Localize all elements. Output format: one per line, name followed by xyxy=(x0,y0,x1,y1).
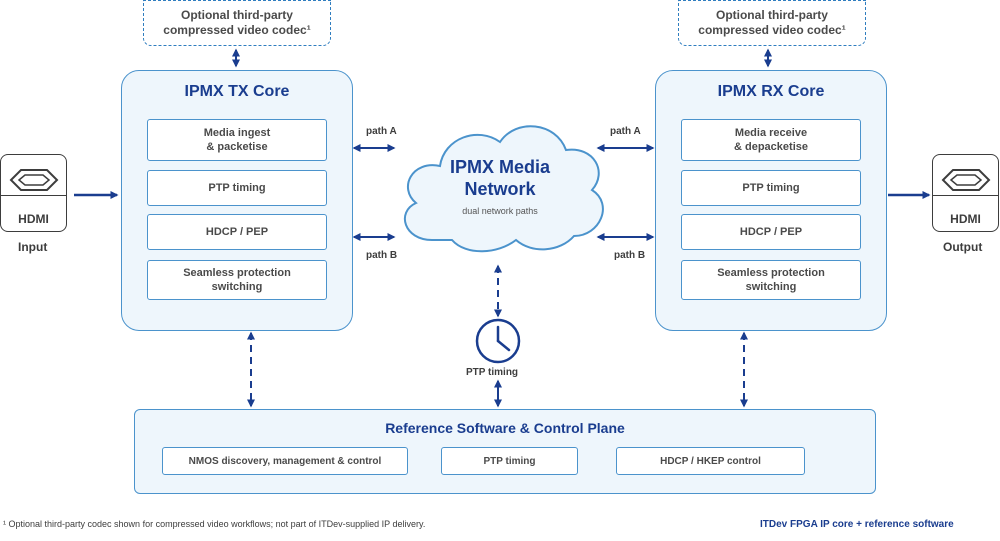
tx-block-hdcp-pep: HDCP / PEP xyxy=(147,214,327,250)
rx-block-hdcp-pep-label: HDCP / PEP xyxy=(739,226,803,238)
tx-path-a-label: path A xyxy=(366,126,397,137)
rx-path-b-label: path B xyxy=(614,250,646,261)
control-plane-title: Reference Software & Control Plane xyxy=(385,420,625,436)
network-subtitle: dual network paths xyxy=(462,206,538,216)
rx-block-ptp-timing: PTP timing xyxy=(681,170,861,206)
hdmi-output-connector: HDMI xyxy=(932,154,999,232)
rx-block-seamless-line2: switching xyxy=(745,281,797,293)
ipmx-rx-core: IPMX RX Core Media receive& depacketise … xyxy=(655,70,887,331)
network-cloud-shape xyxy=(404,125,604,253)
codec-left-line1: Optional third-party xyxy=(180,8,293,22)
rx-block-ptp-timing-label: PTP timing xyxy=(742,182,800,194)
hdmi-input-icon xyxy=(9,169,59,191)
tx-block-ptp-timing-label: PTP timing xyxy=(208,182,266,194)
rx-block-media-receive-line2: & depacketise xyxy=(734,141,808,153)
rx-block-seamless-protection: Seamless protection switching xyxy=(681,260,861,300)
rx-core-title: IPMX RX Core xyxy=(717,83,825,100)
rx-block-hdcp-pep: HDCP / PEP xyxy=(681,214,861,250)
codec-box-left: Optional third-party compressed video co… xyxy=(143,0,331,46)
tx-block-media-ingest: Media ingest & packetise xyxy=(147,119,327,161)
ptp-caption: PTP timing xyxy=(466,367,519,378)
hdmi-input-connector: HDMI xyxy=(0,154,67,232)
ctrl-nmos: NMOS discovery, management & control xyxy=(162,447,408,475)
tx-core-title: IPMX TX Core xyxy=(184,83,290,100)
tx-block-seamless-protection: Seamless protection switching xyxy=(147,260,327,300)
tx-block-seamless-line1: Seamless protection xyxy=(183,267,291,279)
footer-brand: ITDev FPGA IP core + reference software xyxy=(760,519,954,530)
tx-block-hdcp-pep-label: HDCP / PEP xyxy=(205,226,269,238)
ipmx-tx-core: IPMX TX Core Media ingest & packetise PTP… xyxy=(121,70,353,331)
hdmi-output-divider xyxy=(933,195,998,196)
tx-block-seamless-line2: switching xyxy=(211,281,263,293)
codec-box-right: Optional third-party compressed video co… xyxy=(678,0,866,46)
rx-block-seamless-line1: Seamless protection xyxy=(717,267,825,279)
network-title-line1: IPMX Media xyxy=(449,157,551,177)
hdmi-output-icon xyxy=(941,169,991,191)
footnote: ¹ Optional third-party codec shown for c… xyxy=(3,519,426,529)
codec-right-line1: Optional third-party xyxy=(715,8,828,22)
codec-left-line2: compressed video codec¹ xyxy=(163,23,311,37)
tx-path-b-label: path B xyxy=(366,250,398,261)
output-caption: Output xyxy=(943,240,983,254)
ctrl-ptp-timing: PTP timing xyxy=(441,447,578,475)
tx-block-media-ingest-line2: & packetise xyxy=(206,141,268,153)
input-caption: Input xyxy=(18,240,48,254)
rx-block-media-receive: Media receive & depacketise xyxy=(681,119,861,161)
clock-icon xyxy=(475,318,521,364)
control-plane: Reference Software & Control Plane NMOS … xyxy=(134,409,876,494)
hdmi-input-divider xyxy=(1,195,66,196)
network-cloud: IPMX Media Network dual network paths xyxy=(418,156,582,216)
hdmi-input-label: HDMI xyxy=(18,212,49,226)
codec-right-line2: compressed video codec¹ xyxy=(698,23,846,37)
hdmi-output-label: HDMI xyxy=(950,212,981,226)
rx-path-a-label: path A xyxy=(610,126,641,137)
tx-block-media-ingest-line1: Media ingest xyxy=(203,127,271,139)
network-title-line2: Network xyxy=(464,179,536,199)
tx-block-ptp-timing: PTP timing xyxy=(147,170,327,206)
ctrl-hdcp-hkep: HDCP / HKEP control xyxy=(616,447,805,475)
rx-block-media-receive-line1: Media receive xyxy=(734,127,808,139)
